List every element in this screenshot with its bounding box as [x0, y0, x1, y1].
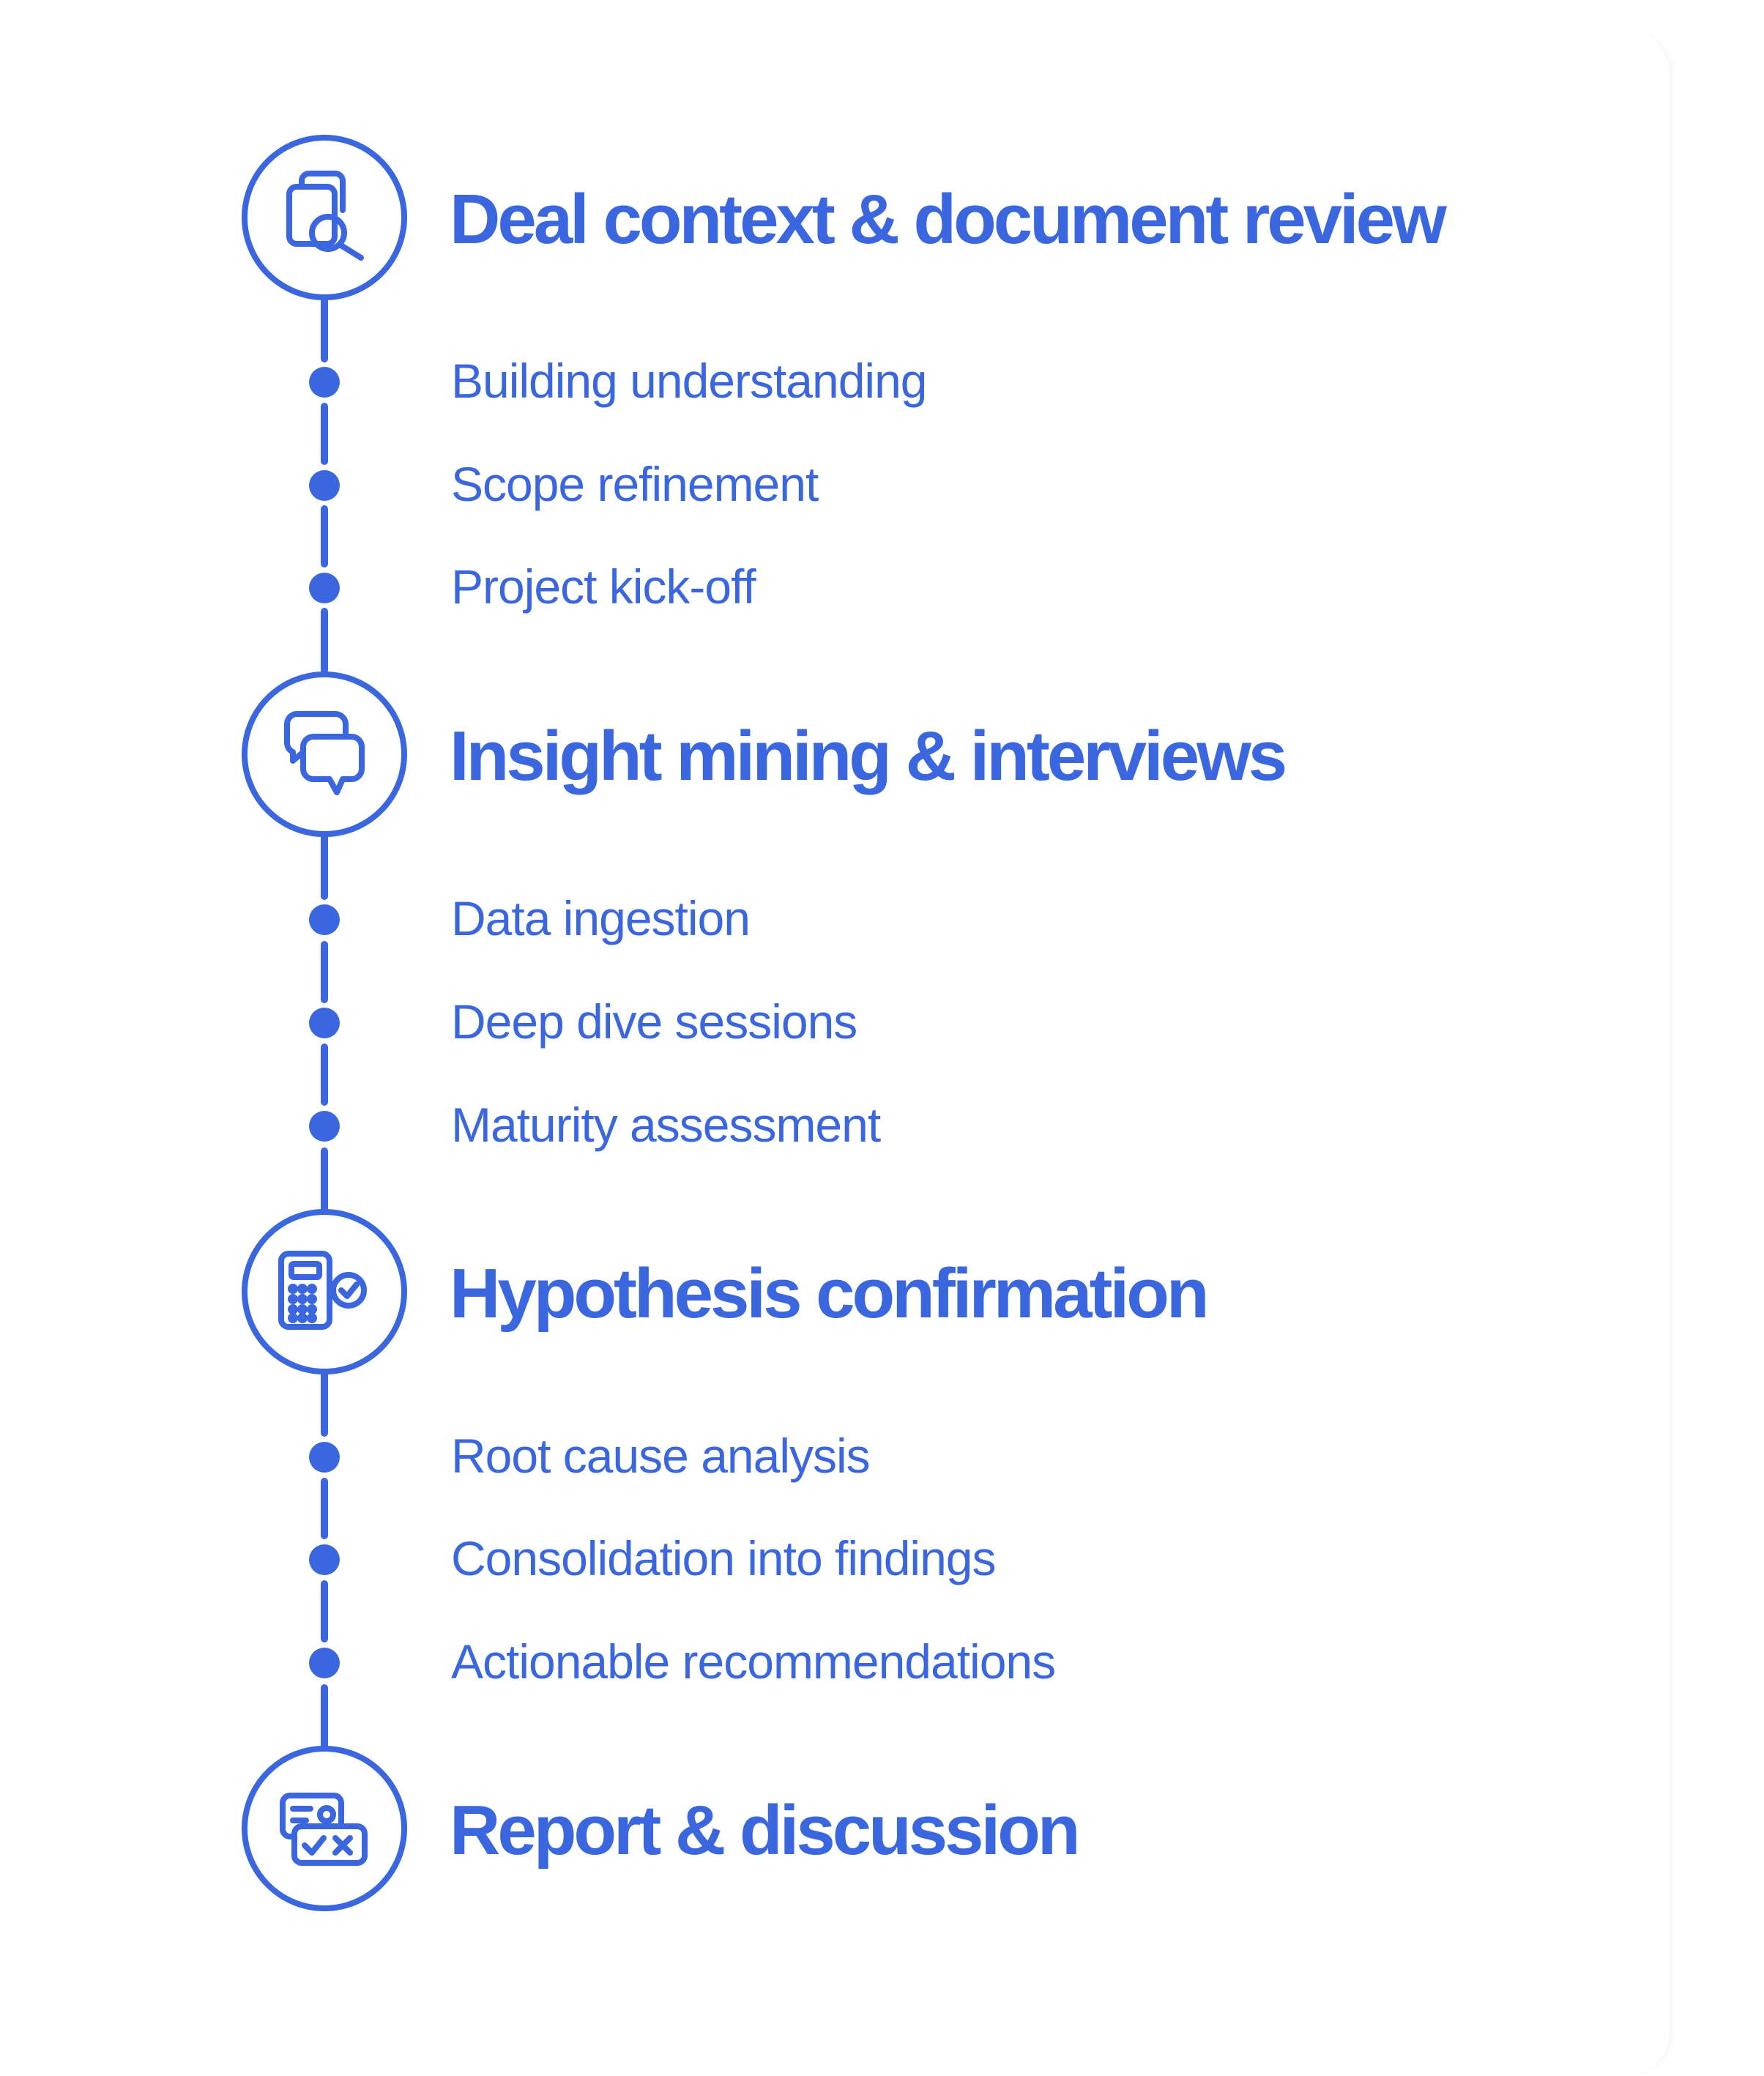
step-dot — [309, 1008, 340, 1038]
stage-3-circle — [242, 1209, 407, 1374]
report-checklist-icon — [280, 1793, 368, 1866]
stage-1-step-3: Project kick-off — [451, 559, 756, 614]
stage-2-step-3: Maturity assessment — [451, 1098, 881, 1152]
step-dot — [309, 1648, 340, 1678]
step-dot — [309, 470, 340, 501]
stage-2-step-1: Data ingestion — [451, 891, 751, 945]
stage-2-step-2: Deep dive sessions — [451, 994, 857, 1049]
stage-1-circle — [242, 135, 407, 300]
calculator-check-icon — [278, 1251, 367, 1330]
document-search-icon — [286, 171, 364, 261]
stage-1-step-2: Scope refinement — [451, 457, 819, 511]
stage-4-circle — [242, 1746, 407, 1911]
stage-3-step-2: Consolidation into findings — [451, 1531, 997, 1585]
step-dot — [309, 367, 340, 398]
step-dot — [309, 1111, 340, 1142]
stage-3-title: Hypothesis confirmation — [450, 1254, 1209, 1333]
step-dot — [309, 1442, 340, 1473]
content-card — [0, 29, 1670, 2076]
stage-3-step-3: Actionable recommendations — [451, 1634, 1056, 1689]
chat-bubbles-icon — [283, 711, 365, 795]
stage-1-title: Deal context & document review — [450, 180, 1447, 258]
stage-2-circle — [242, 671, 407, 837]
step-dot — [309, 573, 340, 603]
stage-1-step-1: Building understanding — [451, 354, 928, 408]
stage-4-title: Report & discussion — [450, 1791, 1080, 1869]
step-dot — [309, 1544, 340, 1575]
stage-2-title: Insight mining & interviews — [450, 717, 1287, 795]
step-dot — [309, 904, 340, 935]
stage-3-step-1: Root cause analysis — [451, 1429, 871, 1483]
